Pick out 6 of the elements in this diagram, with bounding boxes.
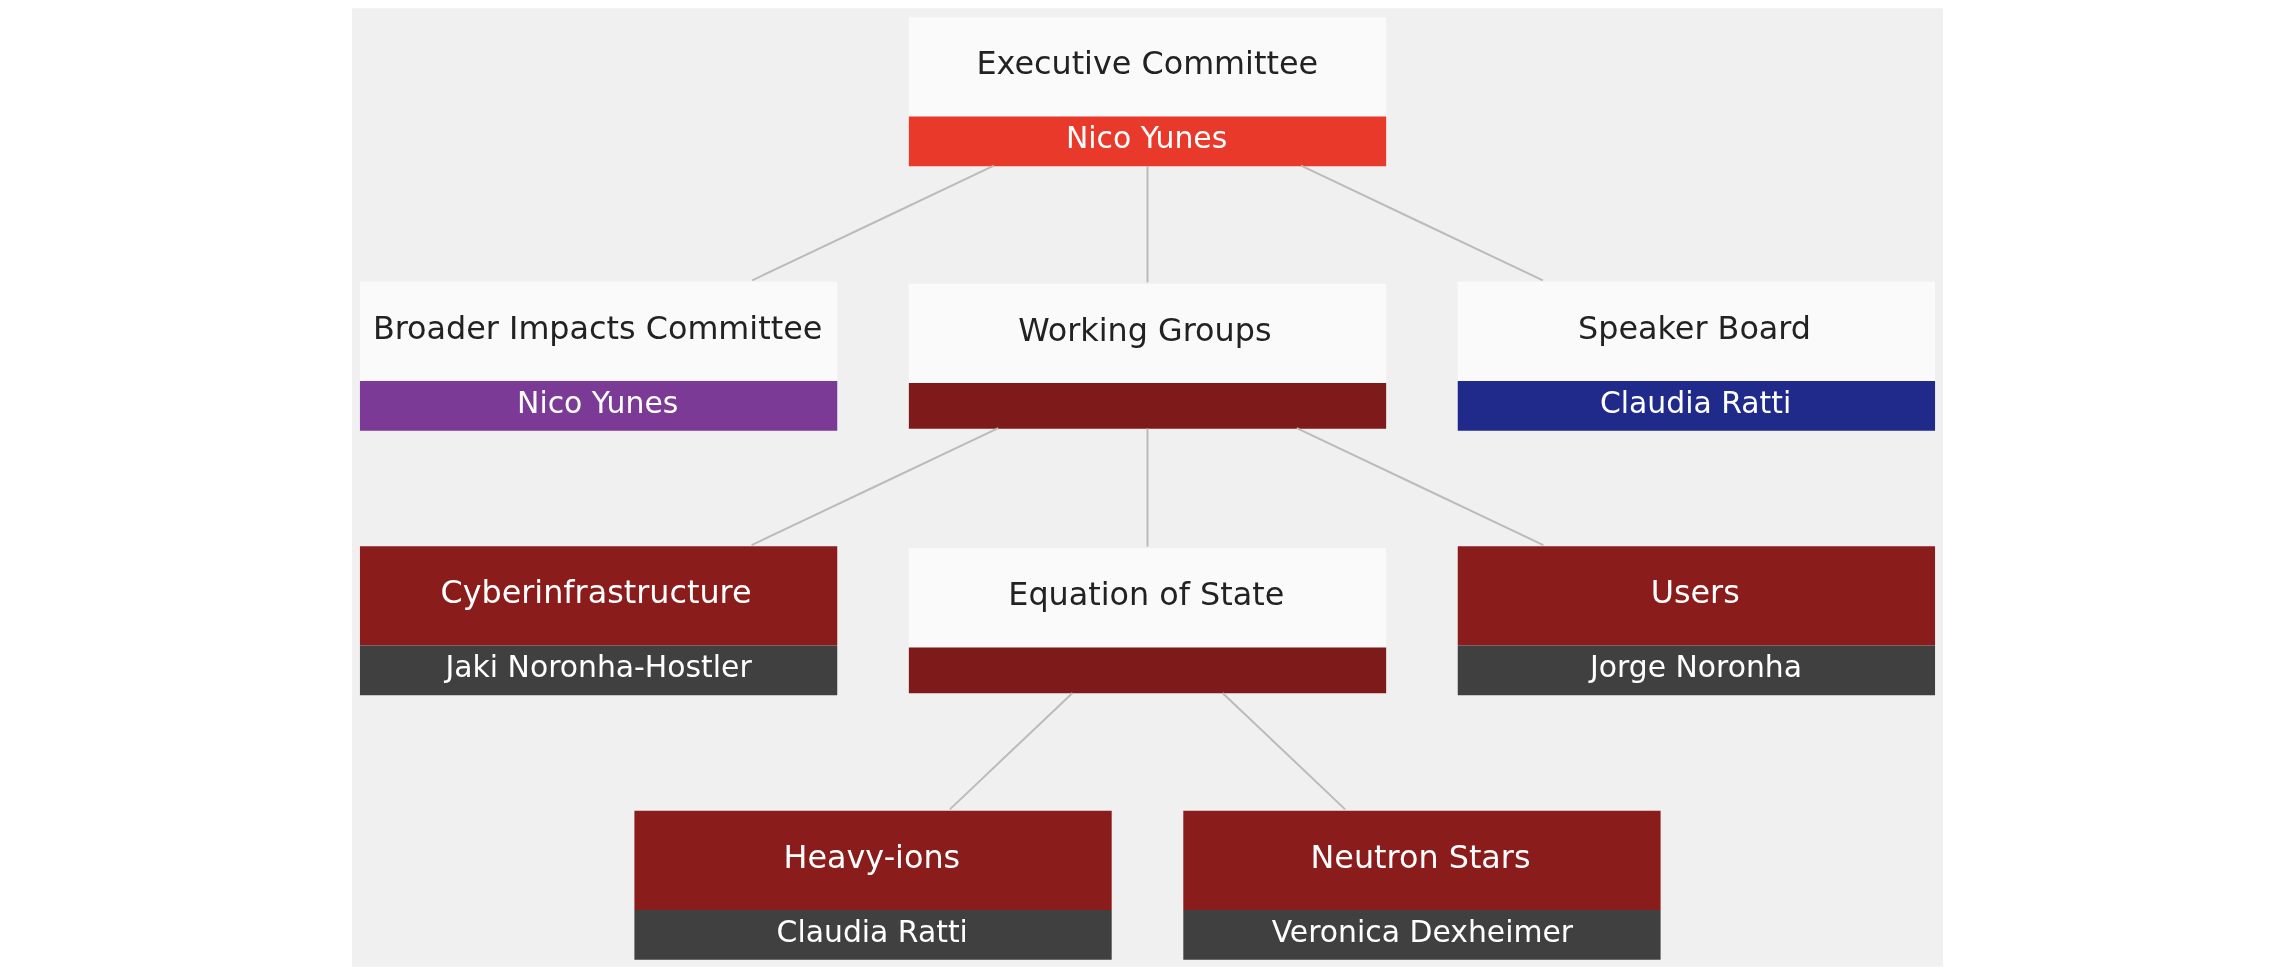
connector [1146, 165, 1149, 284]
connector [1146, 427, 1149, 548]
connector [1300, 164, 1544, 282]
connector [1295, 427, 1545, 547]
connector [750, 427, 1000, 547]
connector [751, 164, 995, 282]
